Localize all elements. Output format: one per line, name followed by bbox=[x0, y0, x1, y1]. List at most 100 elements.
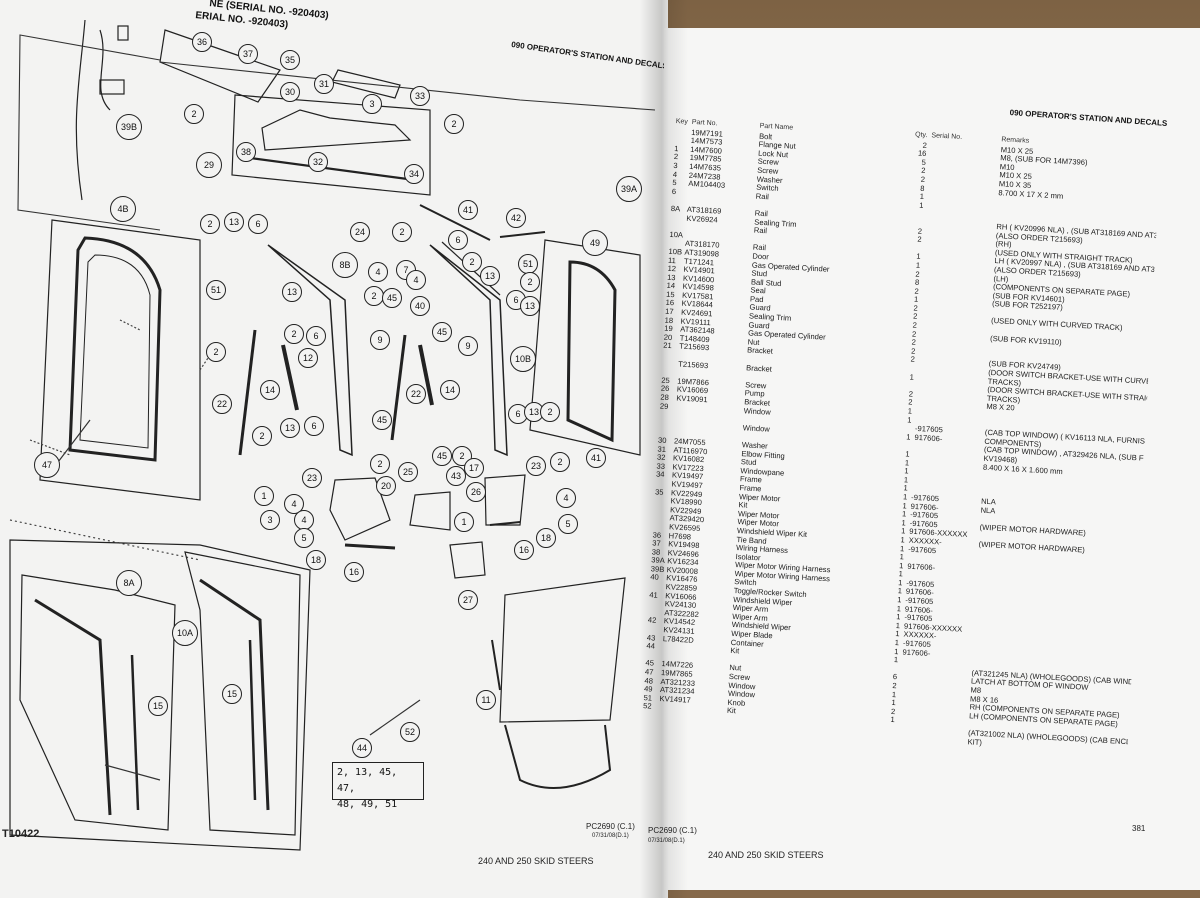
callout-52: 52 bbox=[400, 722, 420, 742]
cell-key bbox=[650, 581, 664, 582]
callout-14: 14 bbox=[440, 380, 460, 400]
cell-key bbox=[643, 710, 657, 711]
callout-2: 2 bbox=[252, 426, 272, 446]
right-footer-date: 07/31/08(D.1) bbox=[648, 838, 685, 844]
cell-key bbox=[663, 358, 677, 359]
callout-4: 4 bbox=[284, 494, 304, 514]
callout-35: 35 bbox=[280, 50, 300, 70]
cell-key bbox=[662, 367, 676, 368]
callout-43: 43 bbox=[446, 466, 466, 486]
cell-key bbox=[670, 221, 684, 222]
parts-table: Key Part No. Part Name Qty. Serial No. R… bbox=[642, 118, 1157, 754]
cell-key bbox=[649, 607, 663, 608]
callout-47: 47 bbox=[34, 452, 60, 478]
callout-24: 24 bbox=[350, 222, 370, 242]
callout-45: 45 bbox=[382, 288, 402, 308]
cell-key bbox=[653, 521, 667, 522]
cell-qty bbox=[907, 208, 923, 209]
callout-25: 25 bbox=[398, 462, 418, 482]
callout-10B: 10B bbox=[510, 346, 536, 372]
callout-2: 2 bbox=[444, 114, 464, 134]
callout-6: 6 bbox=[306, 326, 326, 346]
callout-15: 15 bbox=[222, 684, 242, 704]
reference-box-line-2: 48, 49, 51 bbox=[337, 799, 398, 810]
callout-33: 33 bbox=[410, 86, 430, 106]
callout-10A: 10A bbox=[172, 620, 198, 646]
callout-3: 3 bbox=[362, 94, 382, 114]
callout-17: 17 bbox=[464, 458, 484, 478]
callout-41: 41 bbox=[586, 448, 606, 468]
cell-qty bbox=[899, 363, 915, 364]
left-page: NE (SERIAL NO. -920403) ERIAL NO. -92040… bbox=[0, 0, 668, 898]
cell-key bbox=[649, 598, 663, 599]
reference-box-44: 2, 13, 45, 47, 48, 49, 51 bbox=[332, 762, 424, 810]
callout-2: 2 bbox=[184, 104, 204, 124]
cell-qty bbox=[905, 243, 921, 244]
right-footer-pc: PC2690 (C.1) bbox=[648, 826, 697, 835]
callout-16: 16 bbox=[344, 562, 364, 582]
callout-22: 22 bbox=[212, 394, 232, 414]
callout-2: 2 bbox=[462, 252, 482, 272]
callout-5: 5 bbox=[294, 528, 314, 548]
callout-44: 44 bbox=[352, 738, 372, 758]
callout-13: 13 bbox=[480, 266, 500, 286]
callout-34: 34 bbox=[404, 164, 424, 184]
callout-42: 42 bbox=[506, 208, 526, 228]
callout-11: 11 bbox=[476, 690, 496, 710]
callout-22: 22 bbox=[406, 384, 426, 404]
callout-18: 18 bbox=[306, 550, 326, 570]
callout-4: 4 bbox=[556, 488, 576, 508]
cell-key bbox=[675, 135, 689, 136]
cell-key bbox=[656, 478, 670, 479]
cell-key bbox=[648, 624, 662, 625]
callout-39B: 39B bbox=[116, 114, 142, 140]
callout-13: 13 bbox=[282, 282, 302, 302]
callout-13: 13 bbox=[280, 418, 300, 438]
callout-49: 49 bbox=[582, 230, 608, 256]
cell-key bbox=[663, 350, 677, 351]
callout-27: 27 bbox=[458, 590, 478, 610]
col-qty: Qty. bbox=[914, 131, 928, 140]
callout-2: 2 bbox=[540, 402, 560, 422]
right-footer-book: 240 AND 250 SKID STEERS bbox=[708, 850, 824, 860]
callout-2: 2 bbox=[364, 286, 384, 306]
book-gutter bbox=[640, 0, 688, 898]
exploded-parts-diagram bbox=[9, 19, 656, 851]
callout-45: 45 bbox=[432, 322, 452, 342]
callout-38: 38 bbox=[236, 142, 256, 162]
callout-8A: 8A bbox=[116, 570, 142, 596]
callout-12: 12 bbox=[298, 348, 318, 368]
callout-2: 2 bbox=[550, 452, 570, 472]
callout-2: 2 bbox=[392, 222, 412, 242]
cell-qty bbox=[898, 380, 914, 381]
callout-36: 36 bbox=[192, 32, 212, 52]
callout-20: 20 bbox=[376, 476, 396, 496]
callout-15: 15 bbox=[148, 696, 168, 716]
left-footer-pc: PC2690 (C.1) bbox=[586, 822, 635, 831]
callout-3: 3 bbox=[260, 510, 280, 530]
left-footer-date: 07/31/08(D.1) bbox=[592, 833, 629, 839]
cell-key bbox=[676, 127, 690, 128]
cell-qty bbox=[907, 217, 923, 218]
callout-2: 2 bbox=[520, 272, 540, 292]
callout-29: 29 bbox=[196, 152, 222, 178]
callout-6: 6 bbox=[248, 214, 268, 234]
cell-key bbox=[654, 513, 668, 514]
callout-13: 13 bbox=[520, 296, 540, 316]
right-page-number: 381 bbox=[1132, 824, 1146, 833]
callout-45: 45 bbox=[432, 446, 452, 466]
cell-key bbox=[659, 427, 673, 428]
callout-41: 41 bbox=[458, 200, 478, 220]
callout-2: 2 bbox=[206, 342, 226, 362]
callout-8B: 8B bbox=[332, 252, 358, 278]
cell-key bbox=[654, 504, 668, 505]
callout-9: 9 bbox=[370, 330, 390, 350]
callout-37: 37 bbox=[238, 44, 258, 64]
callout-45: 45 bbox=[372, 410, 392, 430]
callout-32: 32 bbox=[308, 152, 328, 172]
callout-6: 6 bbox=[304, 416, 324, 436]
callout-13: 13 bbox=[224, 212, 244, 232]
callout-5: 5 bbox=[558, 514, 578, 534]
callout-6: 6 bbox=[448, 230, 468, 250]
